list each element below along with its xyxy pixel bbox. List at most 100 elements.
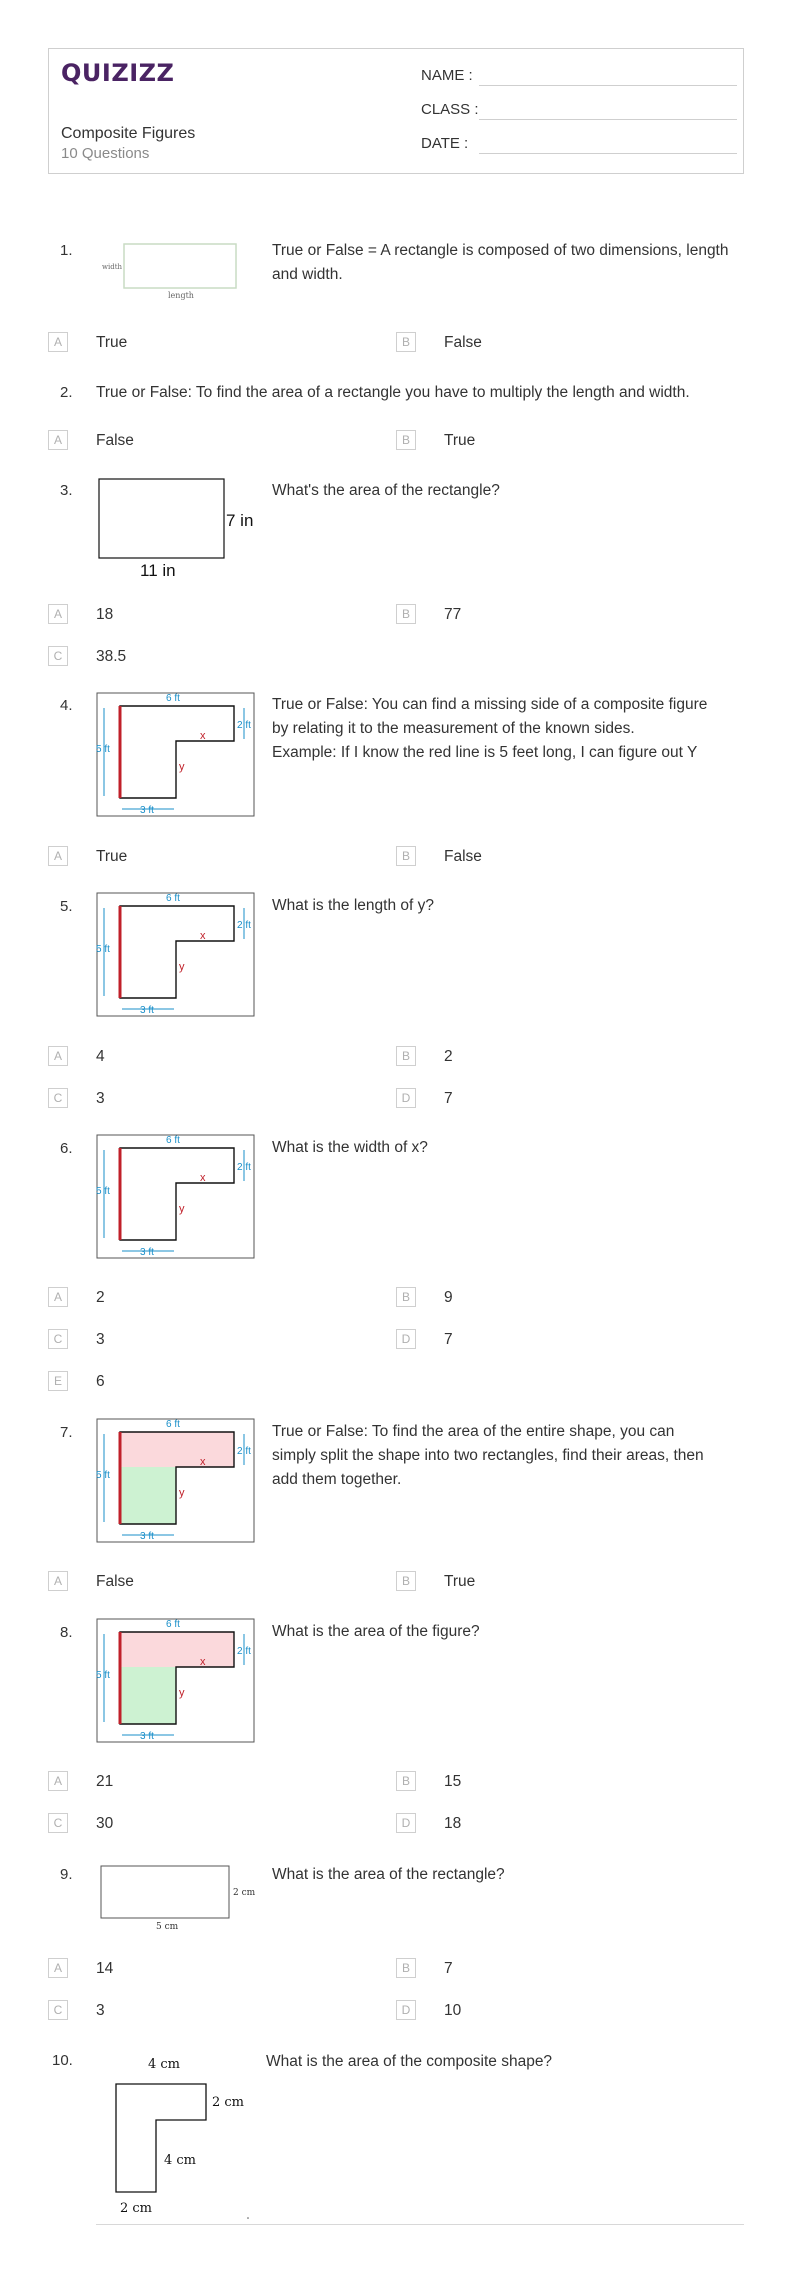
top-6ft-label: 6 ft	[166, 693, 180, 704]
option-letter-box[interactable]: B	[396, 604, 416, 624]
option-letter-box[interactable]: D	[396, 2000, 416, 2020]
option-text[interactable]: True	[444, 432, 476, 449]
option-text[interactable]: 7	[444, 1331, 453, 1348]
option-text[interactable]: 77	[444, 606, 462, 623]
rectangle-length-width-figure: width length	[102, 243, 237, 300]
option-text[interactable]: 18	[444, 1815, 462, 1832]
option-letter-box[interactable]: D	[396, 1813, 416, 1833]
question-count: 10 Questions	[61, 145, 150, 162]
option-text[interactable]: 3	[96, 1331, 105, 1348]
left-5ft-label: 5 ft	[96, 1670, 110, 1681]
question-number: 10.	[52, 2052, 73, 2069]
option-text[interactable]: 7	[444, 1090, 453, 1107]
question-text-line: simply split the shape into two rectangl…	[272, 1447, 704, 1464]
option-letter-box[interactable]: B	[396, 846, 416, 866]
option-text[interactable]: 7	[444, 1960, 453, 1977]
name-field[interactable]: NAME :	[421, 67, 737, 86]
option-letter-box[interactable]: A	[48, 1287, 68, 1307]
option-letter-box[interactable]: D	[396, 1329, 416, 1349]
question-text-line: True or False: You can find a missing si…	[272, 696, 708, 713]
option-letter-box[interactable]: A	[48, 604, 68, 624]
question-text-line: add them together.	[272, 1471, 402, 1488]
option-letter-box[interactable]: E	[48, 1371, 68, 1391]
option-text[interactable]: 15	[444, 1773, 462, 1790]
option-letter-box[interactable]: A	[48, 332, 68, 352]
option-text[interactable]: True	[96, 334, 128, 351]
question-number: 1.	[60, 242, 73, 259]
question-text: True or False: To find the area of the e…	[272, 1420, 704, 1492]
option-text[interactable]: 3	[96, 1090, 105, 1107]
class-field[interactable]: CLASS :	[421, 101, 737, 120]
question-text: What's the area of the rectangle?	[272, 482, 500, 499]
option-letter-box[interactable]: A	[48, 1571, 68, 1591]
y-label: y	[179, 1687, 185, 1699]
x-label: x	[200, 1456, 206, 1468]
option-letter-box[interactable]: B	[396, 1958, 416, 1978]
option-text[interactable]: True	[96, 848, 128, 865]
top-rectangle-shading	[120, 1432, 234, 1467]
y-label: y	[179, 961, 185, 973]
option-text[interactable]: 3	[96, 2002, 105, 2019]
option-text[interactable]: 6	[96, 1373, 105, 1390]
question-text: What is the area of the figure?	[272, 1623, 480, 1640]
right-2ft-label: 2 ft	[237, 920, 251, 931]
option-text[interactable]: False	[96, 432, 134, 449]
option-letter-box[interactable]: A	[48, 1958, 68, 1978]
width-label: width	[102, 263, 123, 271]
x-label: x	[200, 1172, 206, 1184]
option-text[interactable]: 2	[444, 1048, 453, 1065]
option-text[interactable]: 30	[96, 1815, 114, 1832]
option-text[interactable]: 4	[96, 1048, 105, 1065]
right-2ft-label: 2 ft	[237, 720, 251, 731]
option-text[interactable]: 18	[96, 606, 114, 623]
option-letter-box[interactable]: D	[396, 1088, 416, 1108]
option-letter-box[interactable]: B	[396, 1046, 416, 1066]
date-line	[479, 153, 737, 154]
bottom-rectangle-shading	[120, 1667, 176, 1724]
quizizz-logo: QUIZIZZ	[61, 59, 175, 87]
option-letter-box[interactable]: C	[48, 1088, 68, 1108]
bottom-3ft-label: 3 ft	[140, 805, 154, 816]
question-text-line: Example: If I know the red line is 5 fee…	[272, 744, 698, 761]
option-letter-box[interactable]: C	[48, 1329, 68, 1349]
question-number: 6.	[60, 1140, 73, 1157]
question-text: True or False: You can find a missing si…	[272, 693, 707, 765]
question-text: True or False = A rectangle is composed …	[272, 242, 729, 283]
option-letter-box[interactable]: A	[48, 1046, 68, 1066]
question-text: What is the length of y?	[272, 897, 434, 914]
option-letter-box[interactable]: C	[48, 2000, 68, 2020]
question-number: 9.	[60, 1866, 73, 1883]
option-letter-box[interactable]: C	[48, 1813, 68, 1833]
option-letter-box[interactable]: A	[48, 846, 68, 866]
option-letter-box[interactable]: C	[48, 646, 68, 666]
option-text[interactable]: 10	[444, 2002, 462, 2019]
option-letter-box[interactable]: B	[396, 1771, 416, 1791]
option-text[interactable]: False	[444, 848, 482, 865]
option-text[interactable]: 21	[96, 1773, 114, 1790]
option-text[interactable]: True	[444, 1573, 476, 1590]
option-text[interactable]: 14	[96, 1960, 114, 1977]
y-label: y	[179, 1487, 185, 1499]
rectangle-11x7-figure: 7 in 11 in	[98, 478, 253, 580]
left-5ft-label: 5 ft	[96, 744, 110, 755]
bottom-3ft-label: 3 ft	[140, 1247, 154, 1258]
option-letter-box[interactable]: B	[396, 430, 416, 450]
right-2ft-label: 2 ft	[237, 1446, 251, 1457]
option-letter-box[interactable]: A	[48, 430, 68, 450]
date-field[interactable]: DATE :	[421, 135, 737, 154]
option-text[interactable]: 38.5	[96, 648, 127, 665]
option-letter-box[interactable]: B	[396, 1571, 416, 1591]
question-text: What is the area of the rectangle?	[272, 1866, 505, 1883]
top-4cm-label: 4 cm	[148, 2057, 180, 2072]
option-text[interactable]: False	[444, 334, 482, 351]
option-text[interactable]: 2	[96, 1289, 105, 1306]
option-text[interactable]: False	[96, 1573, 134, 1590]
option-letter-box[interactable]: A	[48, 1771, 68, 1791]
option-letter-box[interactable]: B	[396, 1287, 416, 1307]
option-text[interactable]: 9	[444, 1289, 453, 1306]
option-letter-box[interactable]: B	[396, 332, 416, 352]
